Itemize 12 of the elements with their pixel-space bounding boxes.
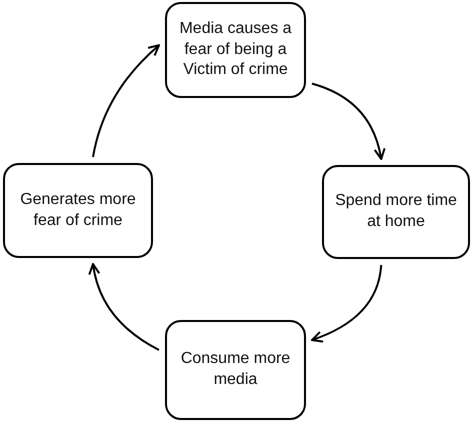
curved-arrow bbox=[88, 263, 160, 351]
rounded-box bbox=[165, 320, 306, 420]
box-text: Generates more fear of crime bbox=[19, 190, 137, 230]
rounded-box bbox=[322, 165, 470, 259]
rounded-box bbox=[3, 163, 153, 258]
box-text: Consume more media bbox=[180, 349, 292, 390]
box-text: Media causes a fear of being a Victim of crime bbox=[178, 18, 293, 80]
box-text: Spend more time at home bbox=[334, 191, 458, 232]
rounded-box bbox=[165, 2, 306, 98]
curved-arrow bbox=[92, 44, 160, 158]
curved-arrow bbox=[312, 82, 386, 160]
curved-arrow bbox=[311, 264, 382, 342]
